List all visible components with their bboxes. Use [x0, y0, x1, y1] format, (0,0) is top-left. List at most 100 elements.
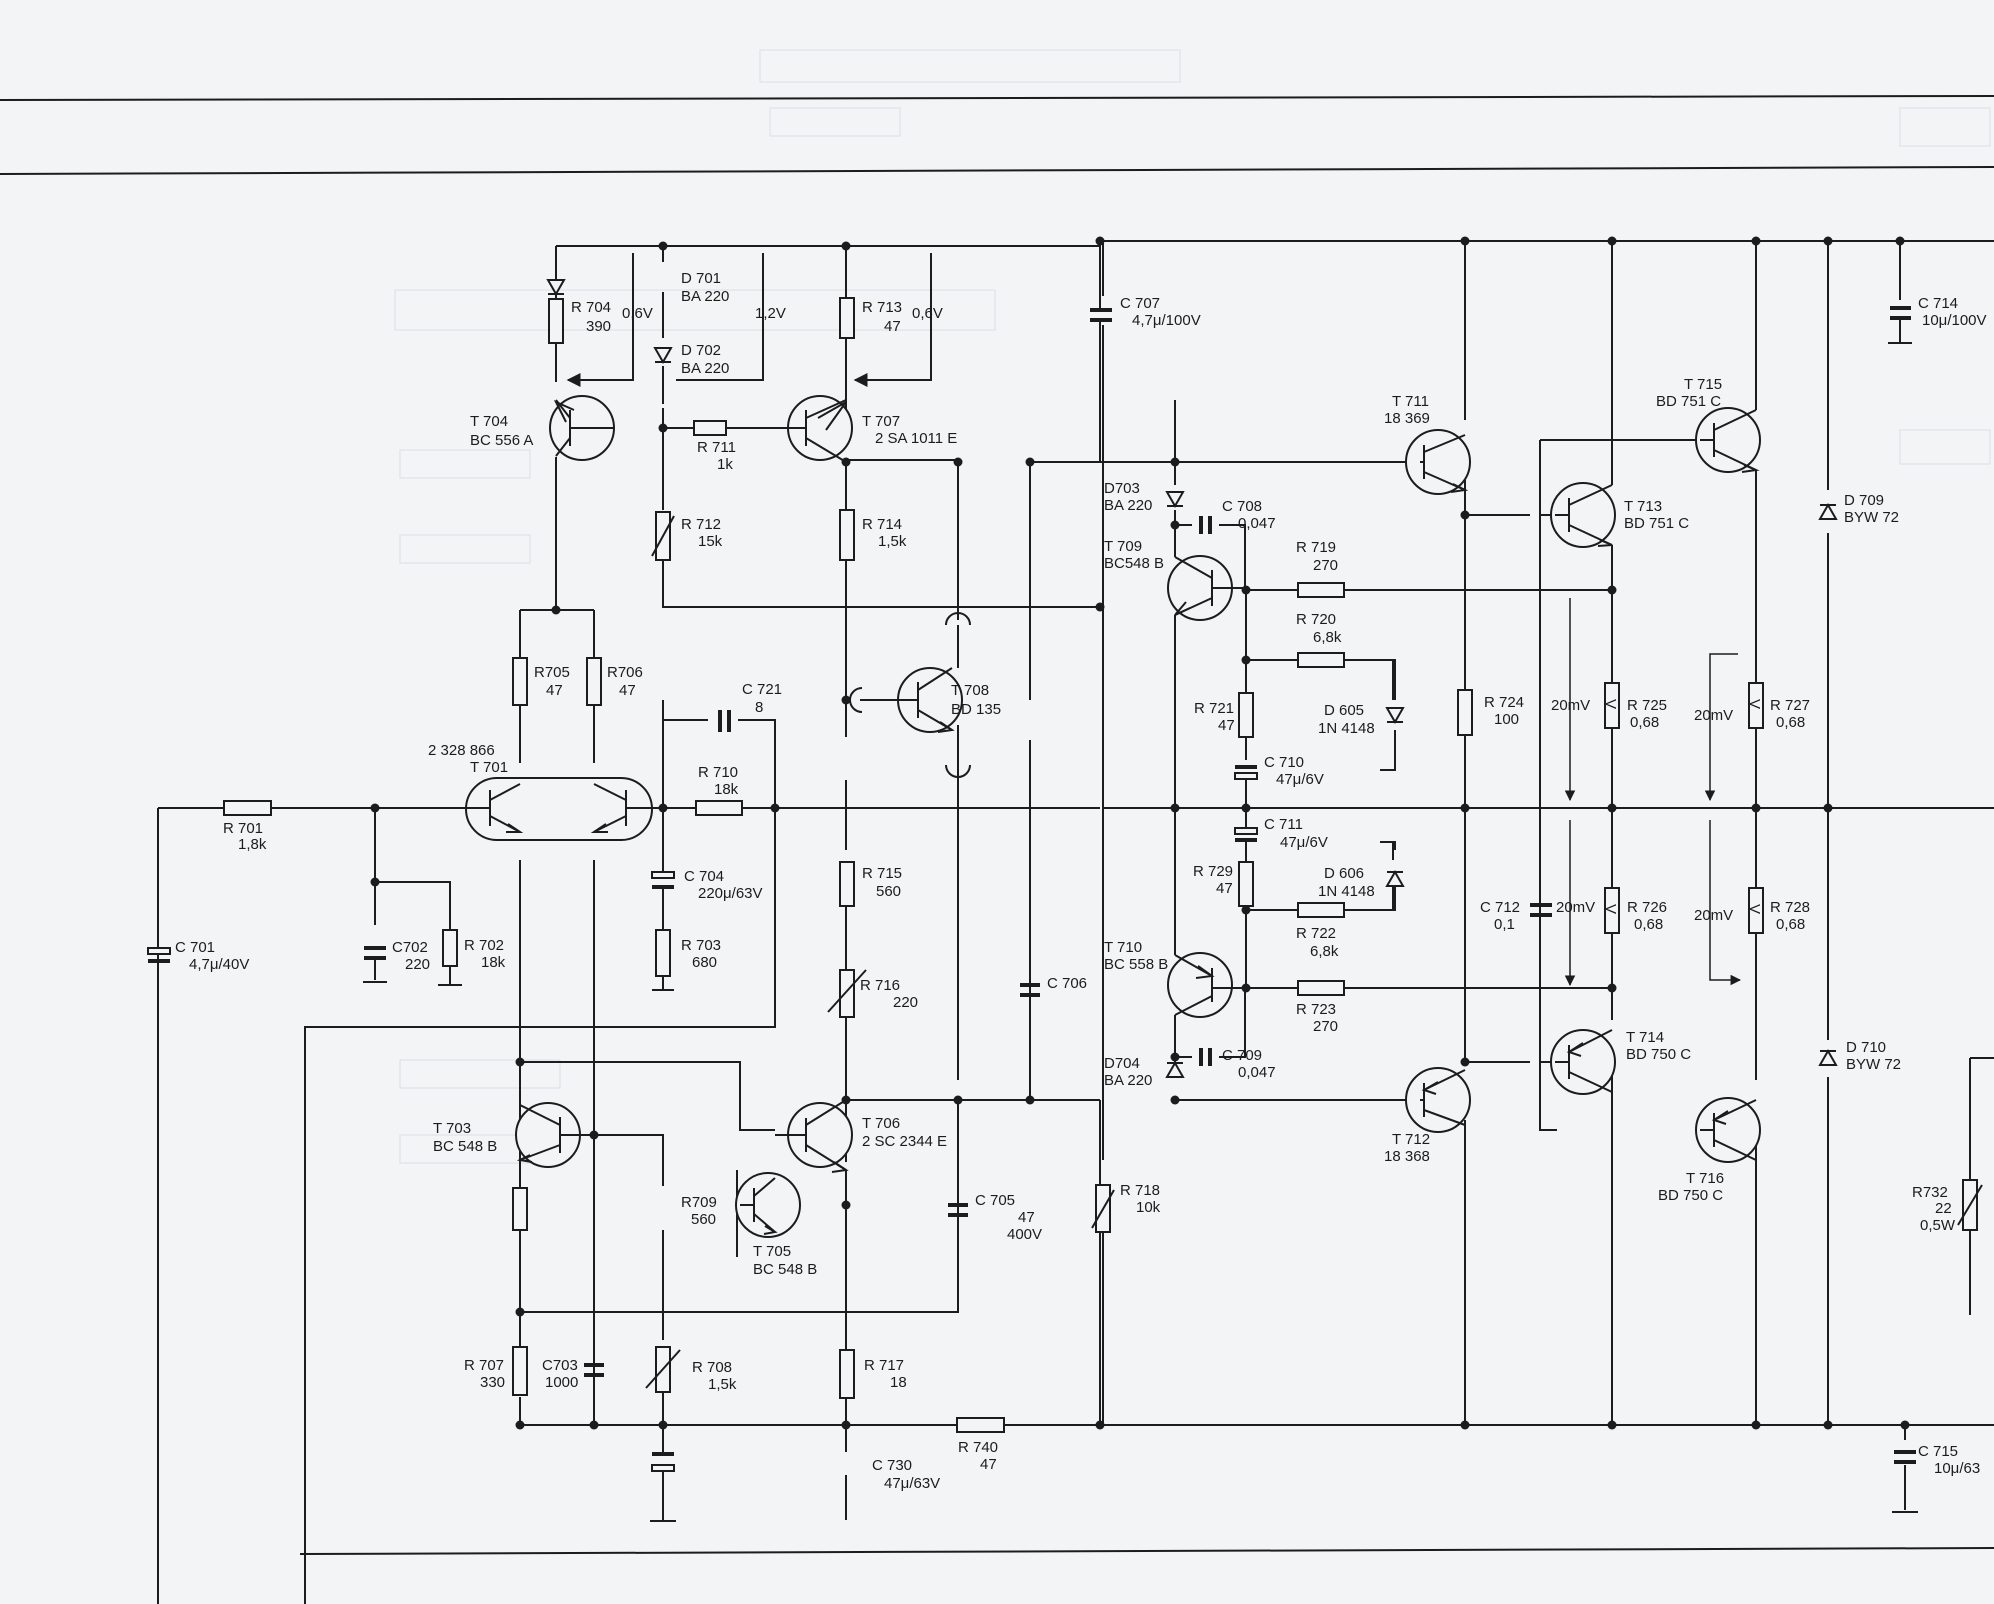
- label-r722-value: 6,8k: [1310, 943, 1339, 960]
- label-c708-ref: C 708: [1222, 498, 1262, 515]
- svg-text:V: V: [1602, 904, 1619, 914]
- label-t716-ref: T 716: [1686, 1170, 1724, 1187]
- label-r709-ref: R709: [681, 1194, 717, 1211]
- resistor-r707: [512, 1346, 528, 1396]
- label-mv-r728: 20mV: [1694, 907, 1733, 924]
- label-v-r704: 0,6V: [622, 305, 653, 322]
- label-t703-value: BC 548 B: [433, 1138, 497, 1155]
- label-t715-ref: T 715: [1684, 376, 1722, 393]
- transistor-t713: [1550, 482, 1616, 548]
- label-r725-value: 0,68: [1630, 714, 1659, 731]
- transistor-t710: [1167, 615, 1246, 1030]
- label-r711-ref: R 711: [697, 439, 736, 456]
- label-t703-ref: T 703: [433, 1120, 471, 1137]
- label-r701-ref: R 701: [223, 820, 263, 837]
- label-c706-ref: C 706: [1047, 975, 1087, 992]
- label-r703-value: 680: [692, 954, 717, 971]
- label-t701-ref: T 701: [470, 759, 508, 776]
- resistor-r716: [839, 969, 855, 1018]
- transistor-t706: [775, 1099, 853, 1173]
- label-d703-value: BA 220: [1104, 497, 1152, 514]
- resistor-r701: [223, 800, 272, 816]
- junctions: [370, 236, 1910, 1430]
- transistor-t709: [1167, 555, 1246, 621]
- resistor-r702: [442, 929, 458, 967]
- label-r704-ref: R 704: [571, 299, 611, 316]
- label-c712-value: 0,1: [1494, 916, 1515, 933]
- capacitor-c712: [1530, 440, 1552, 1130]
- labels: R 704 390 0,6V D 701 BA 220 D 702 BA 220…: [175, 270, 1987, 1492]
- capacitor-c701: [147, 947, 171, 963]
- label-r740-value: 47: [980, 1456, 997, 1473]
- label-r716-ref: R 716: [860, 977, 900, 994]
- label-d605-value: 1N 4148: [1318, 720, 1375, 737]
- transistor-t714: [1550, 1029, 1616, 1095]
- label-d701-value: BA 220: [681, 288, 729, 305]
- capacitor-c711: [1234, 827, 1258, 842]
- capacitor-c709: [1199, 1048, 1212, 1066]
- label-r712-ref: R 712: [681, 516, 721, 533]
- resistor-r722: [1297, 902, 1345, 918]
- capacitor-c705: [948, 1203, 968, 1217]
- resistor-r727: [1748, 682, 1764, 729]
- transistor-t708: [849, 612, 971, 778]
- label-c721-ref: C 721: [742, 681, 782, 698]
- label-r723-value: 270: [1313, 1018, 1338, 1035]
- resistor-r740: [956, 1417, 1005, 1433]
- label-r722-ref: R 722: [1296, 925, 1336, 942]
- label-mv-r726: 20mV: [1556, 899, 1595, 916]
- label-v-diodes: 1,2V: [755, 305, 786, 322]
- label-t704-ref: T 704: [470, 413, 508, 430]
- svg-text:V: V: [1746, 699, 1763, 709]
- label-c730-ref: C 730: [872, 1457, 912, 1474]
- label-t709-ref: T 709: [1104, 538, 1142, 555]
- label-t713-value: BD 751 C: [1624, 515, 1689, 532]
- label-c714-ref: C 714: [1918, 295, 1958, 312]
- label-mv-r725: 20mV: [1551, 697, 1590, 714]
- diode-d701: [546, 279, 566, 297]
- resistor-r723: [1297, 980, 1345, 996]
- capacitors: [147, 241, 1918, 1522]
- label-r718-value: 10k: [1136, 1199, 1161, 1216]
- label-c707-value: 4,7μ/100V: [1132, 312, 1201, 329]
- label-r717-value: 18: [890, 1374, 907, 1391]
- diode-d710: [1818, 1048, 1838, 1066]
- resistor-r726: [1604, 887, 1620, 934]
- resistor-r724: [1457, 689, 1473, 736]
- frame-lines: [0, 95, 1994, 1555]
- label-r705-ref: R705: [534, 664, 570, 681]
- label-t707-ref: T 707: [862, 413, 900, 430]
- resistor-r703: [655, 929, 671, 977]
- label-r732-value: 22: [1935, 1200, 1952, 1217]
- resistor-r709: [512, 1187, 528, 1231]
- label-r711-value: 1k: [717, 456, 733, 473]
- label-t704-value: BC 556 A: [470, 432, 533, 449]
- label-r707-value: 330: [480, 1374, 505, 1391]
- transistor-t715: [1695, 407, 1761, 473]
- label-r720-ref: R 720: [1296, 611, 1336, 628]
- label-c714-value: 10μ/100V: [1922, 312, 1987, 329]
- label-t705-ref: T 705: [753, 1243, 791, 1260]
- label-t713-ref: T 713: [1624, 498, 1662, 515]
- label-r727-ref: R 727: [1770, 697, 1810, 714]
- capacitor-c702: [363, 946, 462, 986]
- diode-d709: [1818, 502, 1838, 520]
- label-d709-value: BYW 72: [1844, 509, 1899, 526]
- resistor-r720: [1297, 652, 1345, 668]
- label-r706-ref: R706: [607, 664, 643, 681]
- label-c709-ref: C 709: [1222, 1047, 1262, 1064]
- label-r705-value: 47: [546, 682, 563, 699]
- label-t709-value: BC548 B: [1104, 555, 1164, 572]
- label-c701-ref: C 701: [175, 939, 215, 956]
- label-r725-ref: R 725: [1627, 697, 1667, 714]
- label-r723-ref: R 723: [1296, 1001, 1336, 1018]
- label-c707-ref: C 707: [1120, 295, 1160, 312]
- label-r713-ref: R 713: [862, 299, 902, 316]
- diode-d605: [1385, 707, 1405, 725]
- label-d606-value: 1N 4148: [1318, 883, 1375, 900]
- label-d605-ref: D 605: [1324, 702, 1364, 719]
- label-d606-ref: D 606: [1324, 865, 1364, 882]
- label-c715-ref: C 715: [1918, 1443, 1958, 1460]
- label-r702-ref: R 702: [464, 937, 504, 954]
